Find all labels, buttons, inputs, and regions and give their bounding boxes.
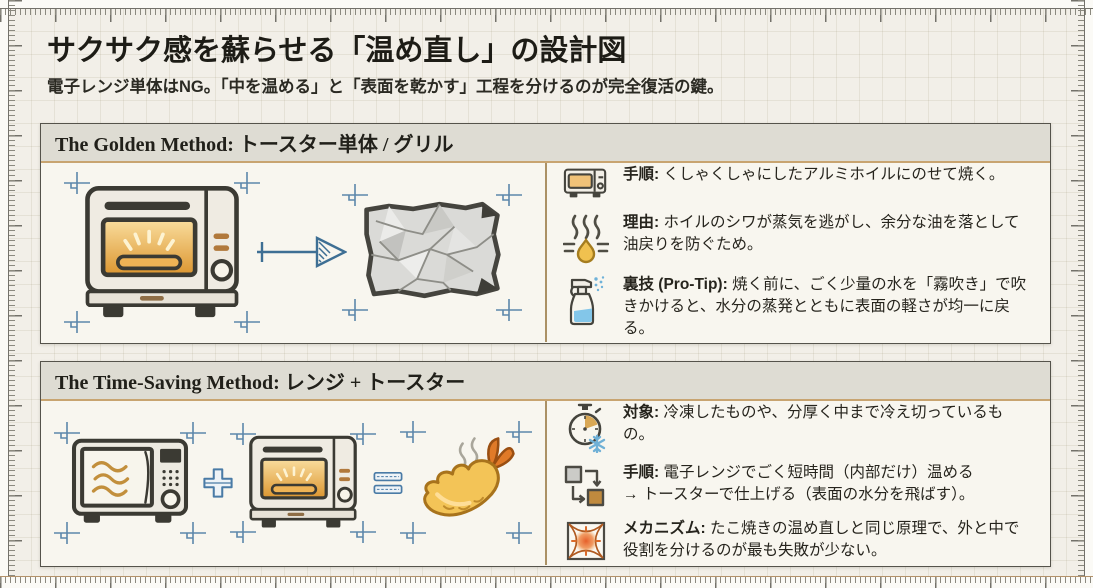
heat-core-icon <box>561 518 611 563</box>
page-subtitle: 電子レンジ単体はNG。「中を温める」と「表面を乾かす」工程を分けるのが完全復活の… <box>47 78 724 96</box>
registration-mark-icon <box>230 422 256 445</box>
list-item: 手順: くしゃくしゃにしたアルミホイルにのせて焼く。 <box>561 164 1032 203</box>
registration-mark-icon <box>234 171 260 194</box>
registration-mark-icon <box>496 183 522 206</box>
registration-mark-icon <box>230 520 256 543</box>
arrow-right-icon <box>257 236 347 269</box>
list-item: 手順: 電子レンジでごく短時間（内部だけ）温める→ トースターで仕上げる（表面の… <box>561 462 1032 509</box>
note-text: 裏技 (Pro-Tip): 焼く前に、ごく少量の水を「霧吹き」で吹きかけると、水… <box>623 276 1027 338</box>
list-item: 裏技 (Pro-Tip): 焼く前に、ごく少量の水を「霧吹き」で吹きかけると、水… <box>561 274 1032 340</box>
toaster-oven-icon <box>561 164 611 203</box>
ruler-left <box>8 0 22 588</box>
process-arrow <box>255 230 347 274</box>
crumpled-foil-illustration <box>364 201 501 298</box>
note-text: 対象: 冷凍したものや、分厚く中まで冷え切っているもの。 <box>623 404 1004 444</box>
steam-oil-drip-icon <box>561 212 611 265</box>
equals-operator <box>371 469 405 497</box>
ruler-bottom <box>0 576 1093 588</box>
note-text: メカニズム: たこ焼きの温め直しと同じ原理で、外と中で役割を分けるのが最も失敗が… <box>623 520 1020 560</box>
list-item: 理由: ホイルのシワが蒸気を逃がし、余分な油を落として油戻りを防ぐため。 <box>561 212 1032 265</box>
section-header: The Time-Saving Method: レンジ + トースター <box>41 362 1050 401</box>
stopwatch-frozen-icon <box>561 402 611 454</box>
registration-mark-icon <box>180 421 206 444</box>
ruler-right <box>1071 0 1085 588</box>
microwave-figure <box>54 421 206 544</box>
diagram-stage-time-saving <box>41 401 547 565</box>
paper-edge-left <box>0 0 8 588</box>
ruler-top <box>0 8 1093 22</box>
notes-panel-time-saving: 対象: 冷凍したものや、分厚く中まで冷え切っているもの。 <box>547 401 1050 565</box>
spray-bottle-icon <box>561 274 611 327</box>
fried-shrimp-illustration <box>423 437 515 517</box>
list-item: 対象: 冷凍したものや、分厚く中まで冷え切っているもの。 <box>561 402 1032 454</box>
registration-mark-icon <box>64 310 90 333</box>
plus-operator-icon <box>203 468 233 498</box>
registration-mark-icon <box>64 171 90 194</box>
registration-mark-icon <box>54 421 80 444</box>
toaster-oven-illustration <box>85 185 239 317</box>
registration-mark-icon <box>350 520 376 543</box>
notes-panel-golden: 手順: くしゃくしゃにしたアルミホイルにのせて焼く。 <box>547 163 1050 342</box>
registration-mark-icon <box>342 298 368 321</box>
registration-mark-icon <box>234 310 260 333</box>
list-item: メカニズム: たこ焼きの温め直しと同じ原理で、外と中で役割を分けるのが最も失敗が… <box>561 518 1032 563</box>
note-text: 手順: くしゃくしゃにしたアルミホイルにのせて焼く。 <box>623 166 1005 184</box>
note-text: 理由: ホイルのシワが蒸気を逃がし、余分な油を落として油戻りを防ぐため。 <box>623 214 1020 254</box>
registration-mark-icon <box>506 522 532 545</box>
registration-mark-icon <box>350 422 376 445</box>
registration-mark-icon <box>496 298 522 321</box>
section-header: The Golden Method: トースター単体 / グリル <box>41 124 1050 163</box>
registration-mark-icon <box>506 421 532 444</box>
registration-mark-icon <box>342 183 368 206</box>
diagram-stage-golden <box>41 163 547 342</box>
paper-edge-right <box>1085 0 1093 588</box>
paper-edge-top <box>0 0 1093 8</box>
toaster-oven-figure <box>230 422 376 543</box>
toaster-oven-illustration <box>249 435 357 528</box>
equals-operator-icon <box>373 471 403 494</box>
fried-shrimp-figure <box>400 421 532 545</box>
registration-mark-icon <box>54 521 80 544</box>
microwave-illustration <box>71 438 189 523</box>
registration-mark-icon <box>400 421 426 444</box>
section-time-saving-method: The Time-Saving Method: レンジ + トースター <box>40 361 1051 567</box>
section-golden-method: The Golden Method: トースター単体 / グリル <box>40 123 1051 344</box>
registration-mark-icon <box>180 521 206 544</box>
note-text: 手順: 電子レンジでごく短時間（内部だけ）温める→ トースターで仕上げる（表面の… <box>623 464 975 504</box>
page-title: サクサク感を蘇らせる「温め直し」の設計図 <box>47 35 627 67</box>
plus-operator <box>201 466 235 500</box>
registration-mark-icon <box>400 522 426 545</box>
crumpled-foil-figure <box>342 183 522 321</box>
toaster-oven-figure <box>64 171 260 333</box>
two-step-flow-icon <box>561 462 611 509</box>
